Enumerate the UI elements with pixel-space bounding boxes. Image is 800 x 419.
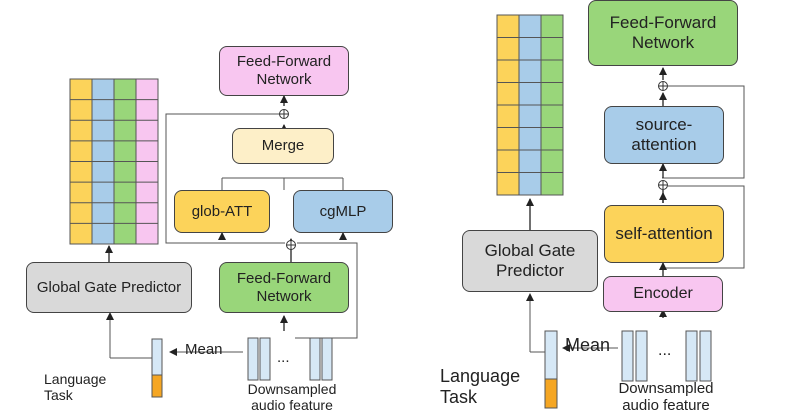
left-ffn-top-label: Feed-Forward Network — [236, 53, 332, 88]
left-cgmlp-label: cgMLP — [319, 202, 367, 220]
left-mean-label: Mean — [185, 341, 223, 358]
left-ffn-bottom-label: Feed-Forward Network — [236, 269, 332, 305]
right-source-attention-block: source-attention — [604, 106, 724, 164]
left-connectors — [106, 113, 358, 359]
right-feed-forward-network: Feed-Forward Network — [588, 0, 738, 66]
left-glob-att-block: glob-ATT — [174, 190, 270, 233]
left-language-task-vector — [151, 338, 163, 398]
right-gate-grid — [496, 14, 564, 196]
left-language-task-label: Language Task — [44, 371, 107, 404]
left-glob-att-label: glob-ATT — [191, 202, 253, 220]
right-language-task-label: Language Task — [440, 366, 521, 407]
left-gate-label: Global Gate Predictor — [36, 278, 182, 296]
left-feed-forward-network-top: Feed-Forward Network — [219, 46, 349, 96]
left-cgmlp-block: cgMLP — [293, 190, 393, 233]
right-ffn-label: Feed-Forward Network — [609, 12, 717, 52]
right-encoder-label: Encoder — [633, 285, 693, 303]
right-arrows — [526, 67, 667, 318]
left-downsampled-features — [247, 337, 333, 381]
right-gate-label: Global Gate Predictor — [484, 240, 576, 280]
left-merge-label: Merge — [261, 137, 305, 154]
right-downsampled-features — [621, 330, 712, 382]
left-plus-icons — [279, 109, 296, 250]
left-downsampled-label: Downsampled audio feature — [247, 381, 337, 414]
right-global-gate-predictor: Global Gate Predictor — [462, 230, 598, 292]
left-gate-grid — [69, 78, 159, 245]
left-merge-block: Merge — [232, 128, 334, 164]
right-plus-icons — [658, 81, 668, 190]
right-downsampled-label: Downsampled audio feature — [618, 380, 714, 415]
right-source-attention-label: source-attention — [631, 114, 697, 154]
left-ellipsis: ... — [277, 349, 290, 366]
left-feed-forward-network-bottom: Feed-Forward Network — [219, 262, 349, 313]
right-ellipsis: ... — [658, 342, 672, 359]
right-connectors — [526, 85, 745, 353]
right-encoder-block: Encoder — [603, 276, 723, 312]
right-language-task-vector — [544, 330, 558, 409]
right-self-attention-label: self-attention — [615, 223, 713, 243]
left-global-gate-predictor: Global Gate Predictor — [26, 262, 192, 313]
right-self-attention-block: self-attention — [604, 205, 724, 263]
right-mean-label: Mean — [565, 335, 611, 355]
